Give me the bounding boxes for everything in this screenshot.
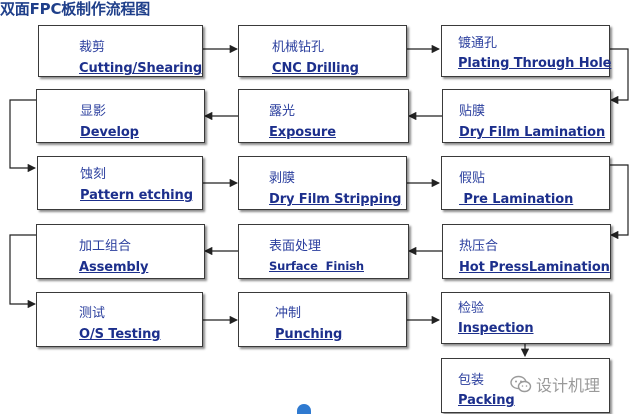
step-label-cn: 包装	[458, 373, 485, 388]
step-etching-box: 蚀刻 Pattern etching	[37, 156, 203, 210]
step-drilling-box: 机械钻孔 CNC Drilling	[238, 25, 407, 77]
step-dry-film-lamination-box: 贴膜 Dry Film Lamination	[442, 89, 611, 143]
arrow-9-12	[609, 164, 629, 240]
step-label-cn: 裁剪	[79, 40, 106, 55]
wechat-icon	[510, 375, 532, 393]
step-label-en: Exposure	[269, 125, 336, 140]
watermark: 设计机理	[510, 372, 600, 396]
step-label-en: Cutting/Shearing	[79, 61, 203, 76]
step-label-en: Dry Film Lamination	[459, 125, 606, 140]
step-surface-finish-box: 表面处理 Surface Finish	[238, 224, 409, 279]
step-label-en: Assembly	[79, 260, 149, 275]
step-pre-lamination-box: 假贴 Pre Lamination	[441, 156, 610, 210]
step-cutting-box: 裁剪 Cutting/Shearing	[38, 25, 203, 77]
step-label-cn: 测试	[79, 306, 106, 321]
step-label-cn: 热压合	[459, 239, 499, 254]
step-label-en: Punching	[275, 327, 343, 342]
step-label-cn: 显影	[80, 104, 107, 119]
step-label-cn: 加工组合	[79, 239, 132, 254]
step-label-en: Pre Lamination	[459, 192, 574, 207]
step-label-cn: 蚀刻	[80, 167, 107, 182]
step-inspection-box: 检验 Inspection	[441, 292, 610, 344]
step-label-en: Packing	[458, 393, 515, 408]
step-label-en: Dry Film Stripping	[269, 192, 402, 207]
step-label-en: CNC Drilling	[272, 61, 359, 76]
step-label-cn: 假贴	[459, 171, 486, 186]
step-develop-box: 显影 Develop	[36, 89, 205, 143]
step-assembly-box: 加工组合 Assembly	[36, 224, 205, 279]
arrow-4-7	[9, 99, 37, 173]
step-label-cn: 镀通孔	[458, 36, 498, 51]
step-label-en: Inspection	[458, 321, 534, 336]
step-label-en: Surface Finish	[269, 259, 364, 273]
arrow-3-6	[609, 48, 629, 105]
step-label-en: Develop	[80, 125, 139, 140]
step-label-cn: 露光	[269, 104, 296, 119]
watermark-text: 设计机理	[536, 376, 601, 395]
step-label-cn: 冲制	[275, 306, 302, 321]
step-hot-press-box: 热压合 Hot PressLamination	[442, 224, 611, 279]
step-exposure-box: 露光 Exposure	[238, 89, 409, 143]
step-label-en: O/S Testing	[79, 327, 161, 342]
step-label-cn: 贴膜	[459, 104, 486, 119]
step-punching-box: 冲制 Punching	[238, 292, 407, 347]
step-label-en: Pattern etching	[80, 188, 193, 203]
arrow-10-13	[9, 234, 37, 309]
step-testing-box: 测试 O/S Testing	[36, 292, 203, 347]
page-title: 双面FPC板制作流程图	[0, 0, 151, 18]
step-label-en: Hot PressLamination	[459, 260, 610, 275]
step-label-cn: 表面处理	[269, 239, 322, 254]
decorative-dot	[297, 404, 311, 414]
step-label-cn: 机械钻孔	[272, 40, 325, 55]
step-label-cn: 检验	[458, 301, 485, 316]
step-label-cn: 剥膜	[269, 171, 296, 186]
step-stripping-box: 剥膜 Dry Film Stripping	[238, 156, 407, 210]
step-label-en: Plating Through Hole	[458, 56, 612, 71]
step-plating-box: 镀通孔 Plating Through Hole	[441, 25, 612, 77]
